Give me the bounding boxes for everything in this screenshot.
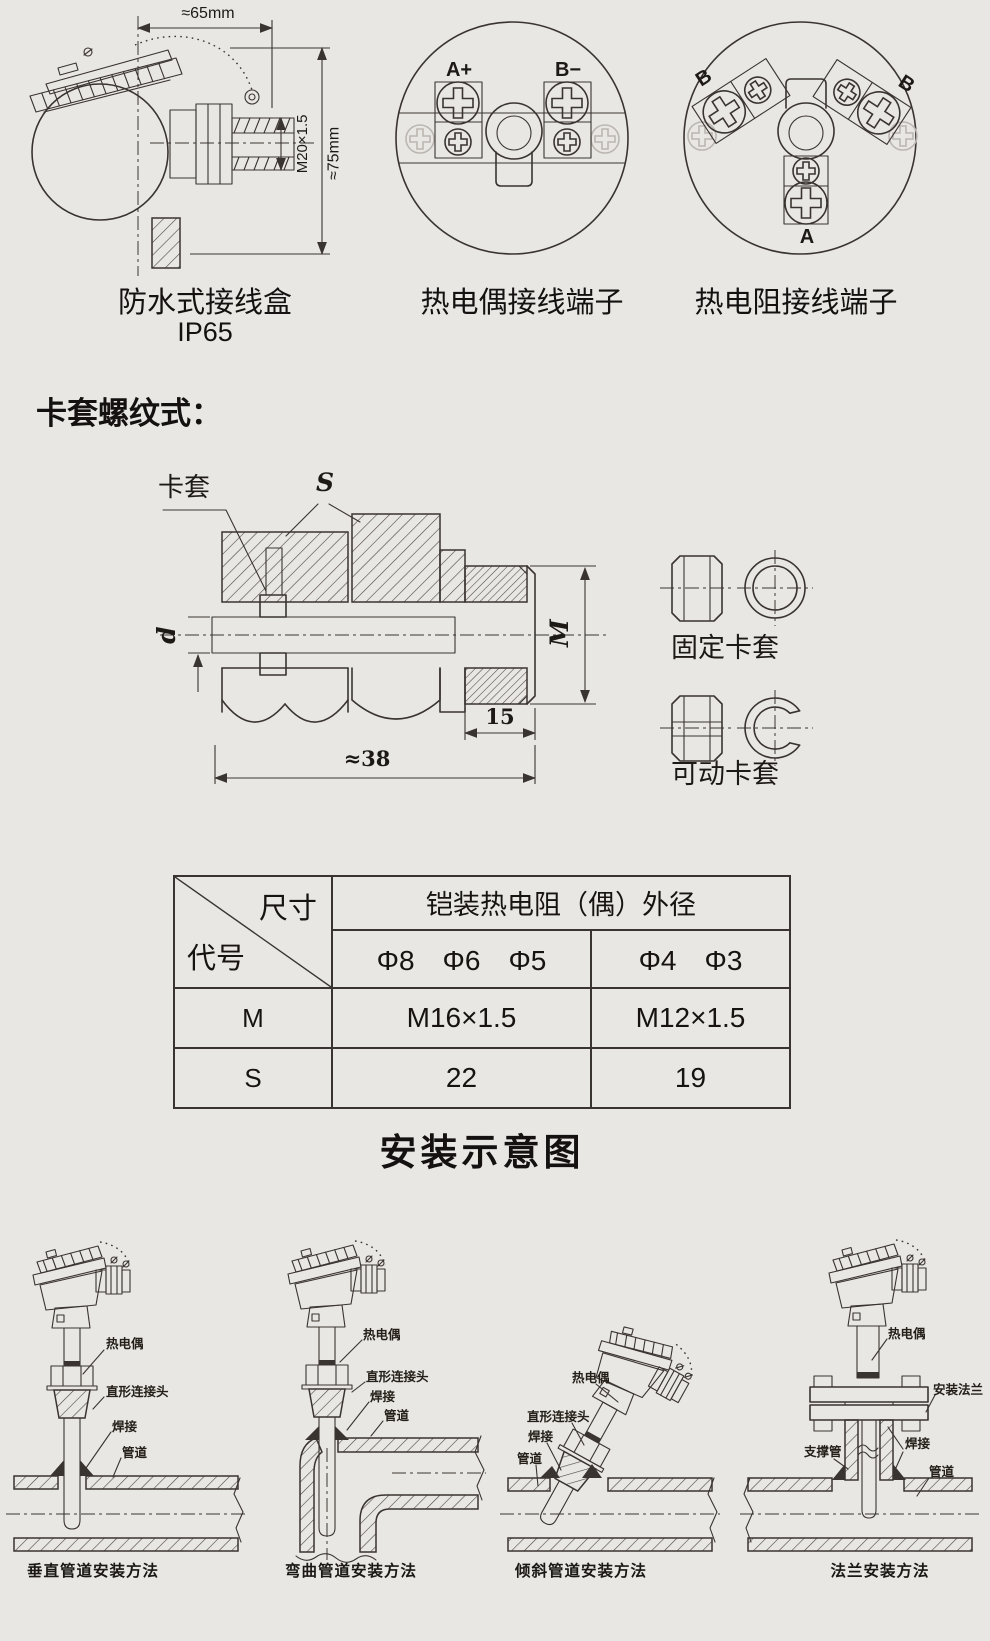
install-figure-vertical	[6, 1241, 246, 1552]
rtd-terminal-caption: 热电阻接线端子	[694, 287, 898, 319]
label-connector: 直形连接头	[366, 1370, 429, 1384]
table-subheader-1: Φ8 Φ6 Φ5	[331, 928, 592, 990]
label-pipe: 管道	[517, 1452, 543, 1466]
label-probe: 热电偶	[363, 1328, 401, 1342]
label-probe: 热电偶	[888, 1327, 926, 1341]
dim-height-label: ≈75mm	[325, 126, 343, 181]
corner-bottom-label: 代号	[187, 943, 246, 975]
install-figure-flange	[740, 1239, 980, 1552]
install-caption-flange: 法兰安装方法	[830, 1563, 930, 1580]
terminal-b-minus-label: B−	[554, 59, 582, 81]
dim-thread-label: M20×1.5	[294, 114, 312, 174]
table-row-code: M	[173, 987, 333, 1049]
install-caption-vertical: 垂直管道安装方法	[26, 1563, 159, 1580]
junction-box-caption: 防水式接线盒	[117, 287, 292, 319]
label-support: 支撑管	[804, 1445, 842, 1459]
label-flange: 安装法兰	[933, 1383, 984, 1397]
label-weld: 焊接	[370, 1390, 396, 1404]
label-connector: 直形连接头	[527, 1410, 590, 1424]
table-span-header: 铠装热电阻（偶）外径	[331, 875, 791, 931]
install-caption-curved: 弯曲管道安装方法	[284, 1563, 417, 1580]
table-cell: 22	[331, 1047, 592, 1109]
install-figure-curved	[287, 1240, 486, 1563]
thermocouple-terminal-caption: 热电偶接线端子	[420, 287, 624, 319]
label-weld: 焊接	[112, 1420, 138, 1434]
table-subheader-2: Φ4 Φ3	[590, 928, 791, 990]
ip-rating-label: IP65	[177, 317, 233, 347]
terminal-a-plus-label: A+	[445, 59, 473, 81]
table-cell: M16×1.5	[331, 987, 592, 1049]
table-row-code: S	[173, 1047, 333, 1109]
rtd-terminal-drawing	[683, 21, 918, 255]
junction-box-drawing	[29, 16, 330, 276]
install-section-title: 安装示意图	[379, 1132, 585, 1173]
label-weld: 焊接	[905, 1437, 931, 1451]
label-pipe: 管道	[929, 1465, 955, 1479]
movable-ferrule-label: 可动卡套	[671, 759, 779, 789]
fixed-ferrule-drawing	[660, 550, 813, 626]
dim-38-label: ≈38	[343, 746, 391, 771]
label-weld: 焊接	[528, 1430, 554, 1444]
dim-15-label: 15	[485, 704, 515, 729]
label-probe: 热电偶	[572, 1371, 610, 1385]
spec-table: 尺寸 代号 铠装热电阻（偶）外径 Φ8 Φ6 Φ5 Φ4 Φ3 M M16×1.…	[173, 875, 791, 1109]
label-pipe: 管道	[122, 1446, 148, 1460]
table-corner-cell: 尺寸 代号	[173, 875, 333, 989]
corner-top-label: 尺寸	[258, 893, 317, 925]
label-probe: 热电偶	[106, 1337, 144, 1351]
thermocouple-terminal-drawing	[395, 21, 629, 255]
table-cell: M12×1.5	[590, 987, 791, 1049]
table-cell: 19	[590, 1047, 791, 1109]
dim-s-label: S	[316, 468, 335, 497]
ferrule-section-heading: 卡套螺纹式：	[36, 396, 222, 431]
ferrule-fitting-drawing	[160, 503, 608, 784]
install-caption-inclined: 倾斜管道安装方法	[514, 1563, 647, 1580]
dim-m-label: M	[544, 619, 574, 647]
terminal-a-label: A	[799, 226, 815, 248]
label-pipe: 管道	[384, 1409, 410, 1423]
label-connector: 直形连接头	[106, 1385, 169, 1399]
diagonal-divider	[175, 877, 331, 987]
ferrule-label: 卡套	[158, 472, 211, 502]
install-figure-inclined	[500, 1311, 720, 1552]
movable-ferrule-drawing	[660, 690, 813, 766]
fixed-ferrule-label: 固定卡套	[671, 633, 779, 663]
dim-width-label: ≈65mm	[181, 5, 235, 22]
dim-d-label: d	[151, 626, 181, 644]
